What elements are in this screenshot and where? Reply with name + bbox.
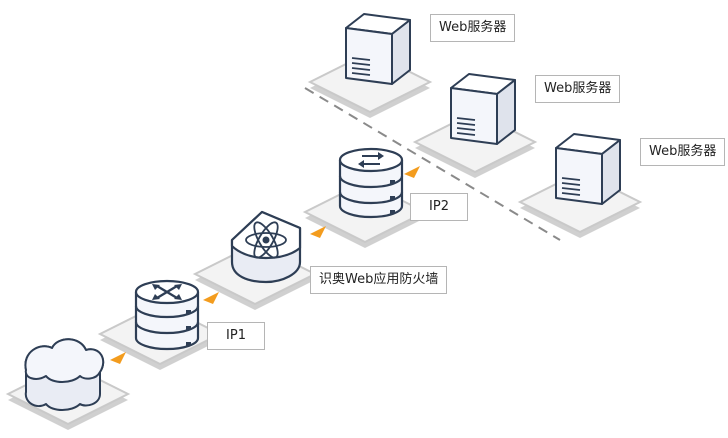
server-icon-1	[345, 13, 411, 85]
server-group-dashed-line	[304, 87, 561, 241]
load-balancer-icon	[338, 147, 404, 219]
flow-arrow-1	[110, 352, 126, 364]
flow-arrow-4	[404, 166, 420, 178]
waf-label: 识奥Web应用防火墙	[310, 266, 448, 294]
router-icon	[134, 279, 200, 351]
flow-arrow-3	[310, 226, 326, 238]
router-label: IP1	[207, 322, 265, 350]
server-icon-3	[555, 133, 621, 205]
flow-arrow-2	[203, 292, 219, 304]
shield-atom-icon	[230, 210, 302, 284]
server-icon-2	[450, 73, 516, 145]
server-label-3: Web服务器	[640, 138, 726, 166]
lb-label: IP2	[410, 193, 468, 221]
server-label-2: Web服务器	[535, 75, 621, 103]
server-label-1: Web服务器	[430, 14, 516, 42]
cloud-icon	[24, 338, 105, 411]
